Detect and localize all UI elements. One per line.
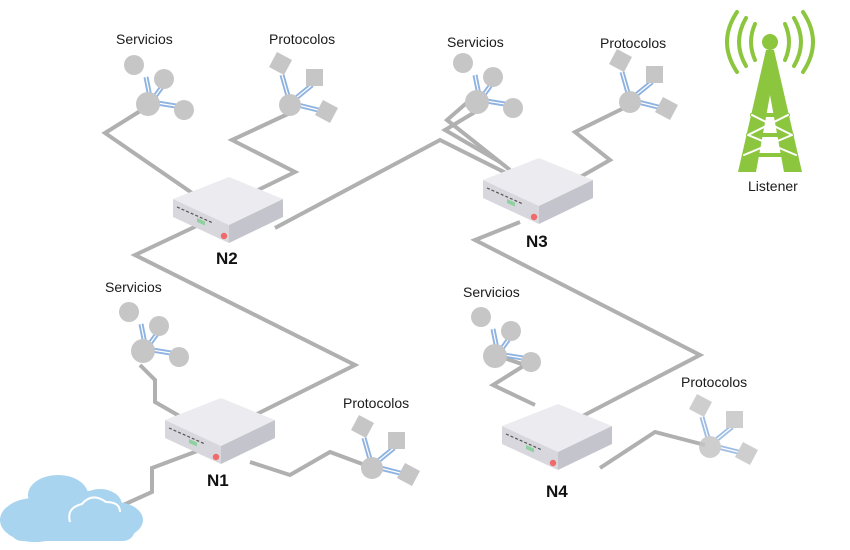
services-cluster-icon (119, 302, 189, 367)
node-label-n1: N1 (207, 471, 229, 490)
wire-n4-services (488, 353, 536, 407)
wire-n2-protocols (227, 111, 300, 192)
wire-n2-services (101, 106, 197, 197)
services-label: Servicios (463, 284, 520, 300)
node-label-n2: N2 (216, 249, 238, 268)
services-cluster-icon (124, 55, 194, 120)
protocols-cluster-icon (351, 415, 420, 486)
services-label: Servicios (105, 279, 162, 295)
services-cluster-icon (471, 307, 541, 372)
cloud-icon-outline (68, 496, 121, 523)
node-label-n3: N3 (526, 232, 548, 251)
protocols-label: Protocolos (681, 374, 747, 390)
network-switch-icon-n1 (164, 397, 276, 465)
protocols-label: Protocolos (269, 31, 335, 47)
antenna-tower-icon (725, 10, 815, 172)
protocols-cluster-icon (689, 394, 758, 465)
wire-n1-cloud (111, 448, 201, 512)
services-label: Servicios (116, 31, 173, 47)
listener-label: Listener (748, 178, 798, 194)
protocols-label: Protocolos (343, 395, 409, 411)
connection-wires (101, 98, 706, 512)
cloud-icon (0, 475, 143, 542)
wire-n4-protocols (598, 429, 706, 470)
wire-n3-services-a (441, 110, 502, 164)
node-label-n4: N4 (546, 482, 568, 501)
protocols-cluster-icon (269, 52, 338, 123)
wire-n2-n3 (274, 137, 521, 230)
wire-n3-protocols (571, 103, 631, 182)
protocols-label: Protocolos (600, 35, 666, 51)
wire-n3-n4 (470, 220, 705, 422)
wire-n1-n2 (130, 220, 360, 417)
services-label: Servicios (447, 34, 504, 50)
wire-n3-services-b (443, 98, 512, 172)
text-labels: Servicios Protocolos Servicios Protocolo… (105, 31, 798, 501)
wire-n1-protocols (249, 449, 366, 478)
network-switch-icon-n4 (501, 403, 613, 471)
wire-n1-services (138, 363, 196, 427)
